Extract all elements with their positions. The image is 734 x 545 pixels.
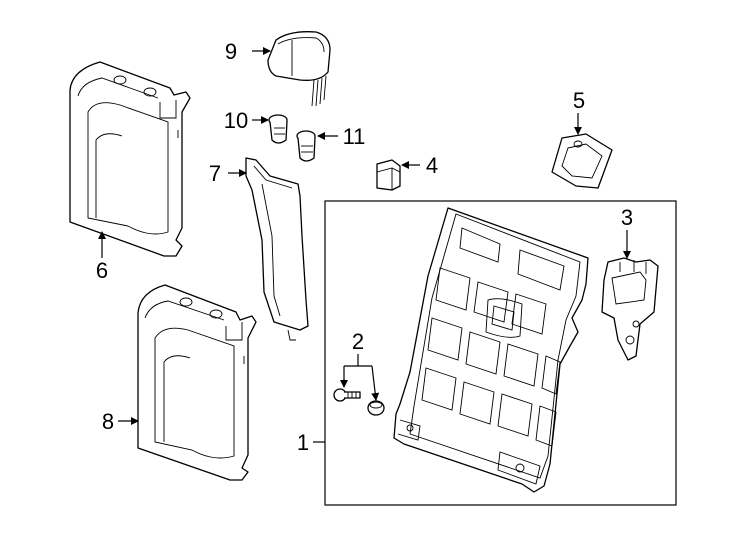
part-1-seat-frame[interactable] [393,207,589,493]
callout-6: 6 [96,258,108,283]
callout-2: 2 [352,329,364,354]
callout-5: 5 [573,88,585,113]
callout-7: 7 [209,161,221,186]
callout-1: 1 [297,430,309,455]
part-7-side-trim[interactable] [245,157,309,341]
part-10-guide-sleeve[interactable] [268,114,288,144]
callout-leaders [98,47,631,443]
part-11-guide-sleeve[interactable] [296,130,316,162]
callout-3: 3 [621,205,633,230]
callout-4: 4 [426,153,438,178]
part-9-headrest[interactable] [267,31,331,107]
callout-11: 11 [343,124,366,149]
assembly-frame-box [324,200,677,506]
part-8-lower-cover[interactable] [137,284,257,481]
callout-9: 9 [225,39,237,64]
callout-8: 8 [102,409,114,434]
part-5-bezel[interactable] [551,133,613,189]
part-6-upper-cover[interactable] [69,61,191,257]
callout-10: 10 [224,108,248,133]
part-3-latch[interactable] [601,257,659,361]
part-4-clip[interactable] [376,159,401,191]
part-2-fasteners[interactable] [333,388,385,416]
